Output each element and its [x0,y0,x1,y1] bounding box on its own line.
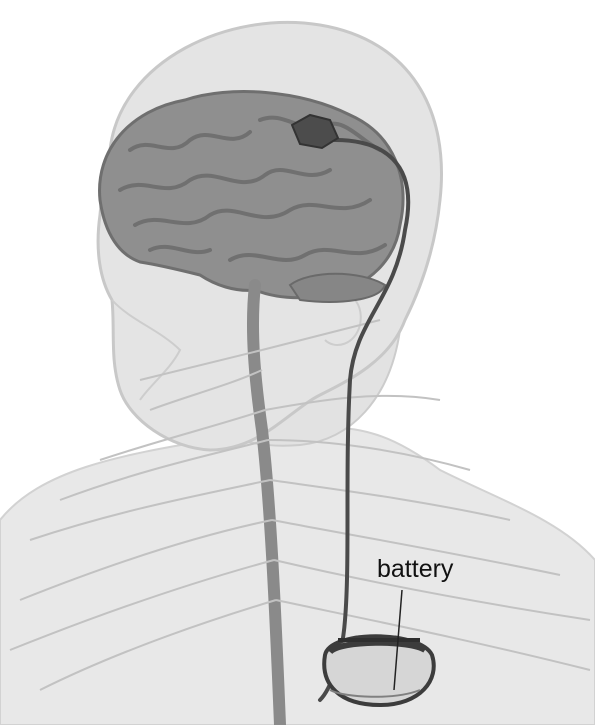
battery-label: battery [377,555,454,583]
battery-device [324,636,433,705]
